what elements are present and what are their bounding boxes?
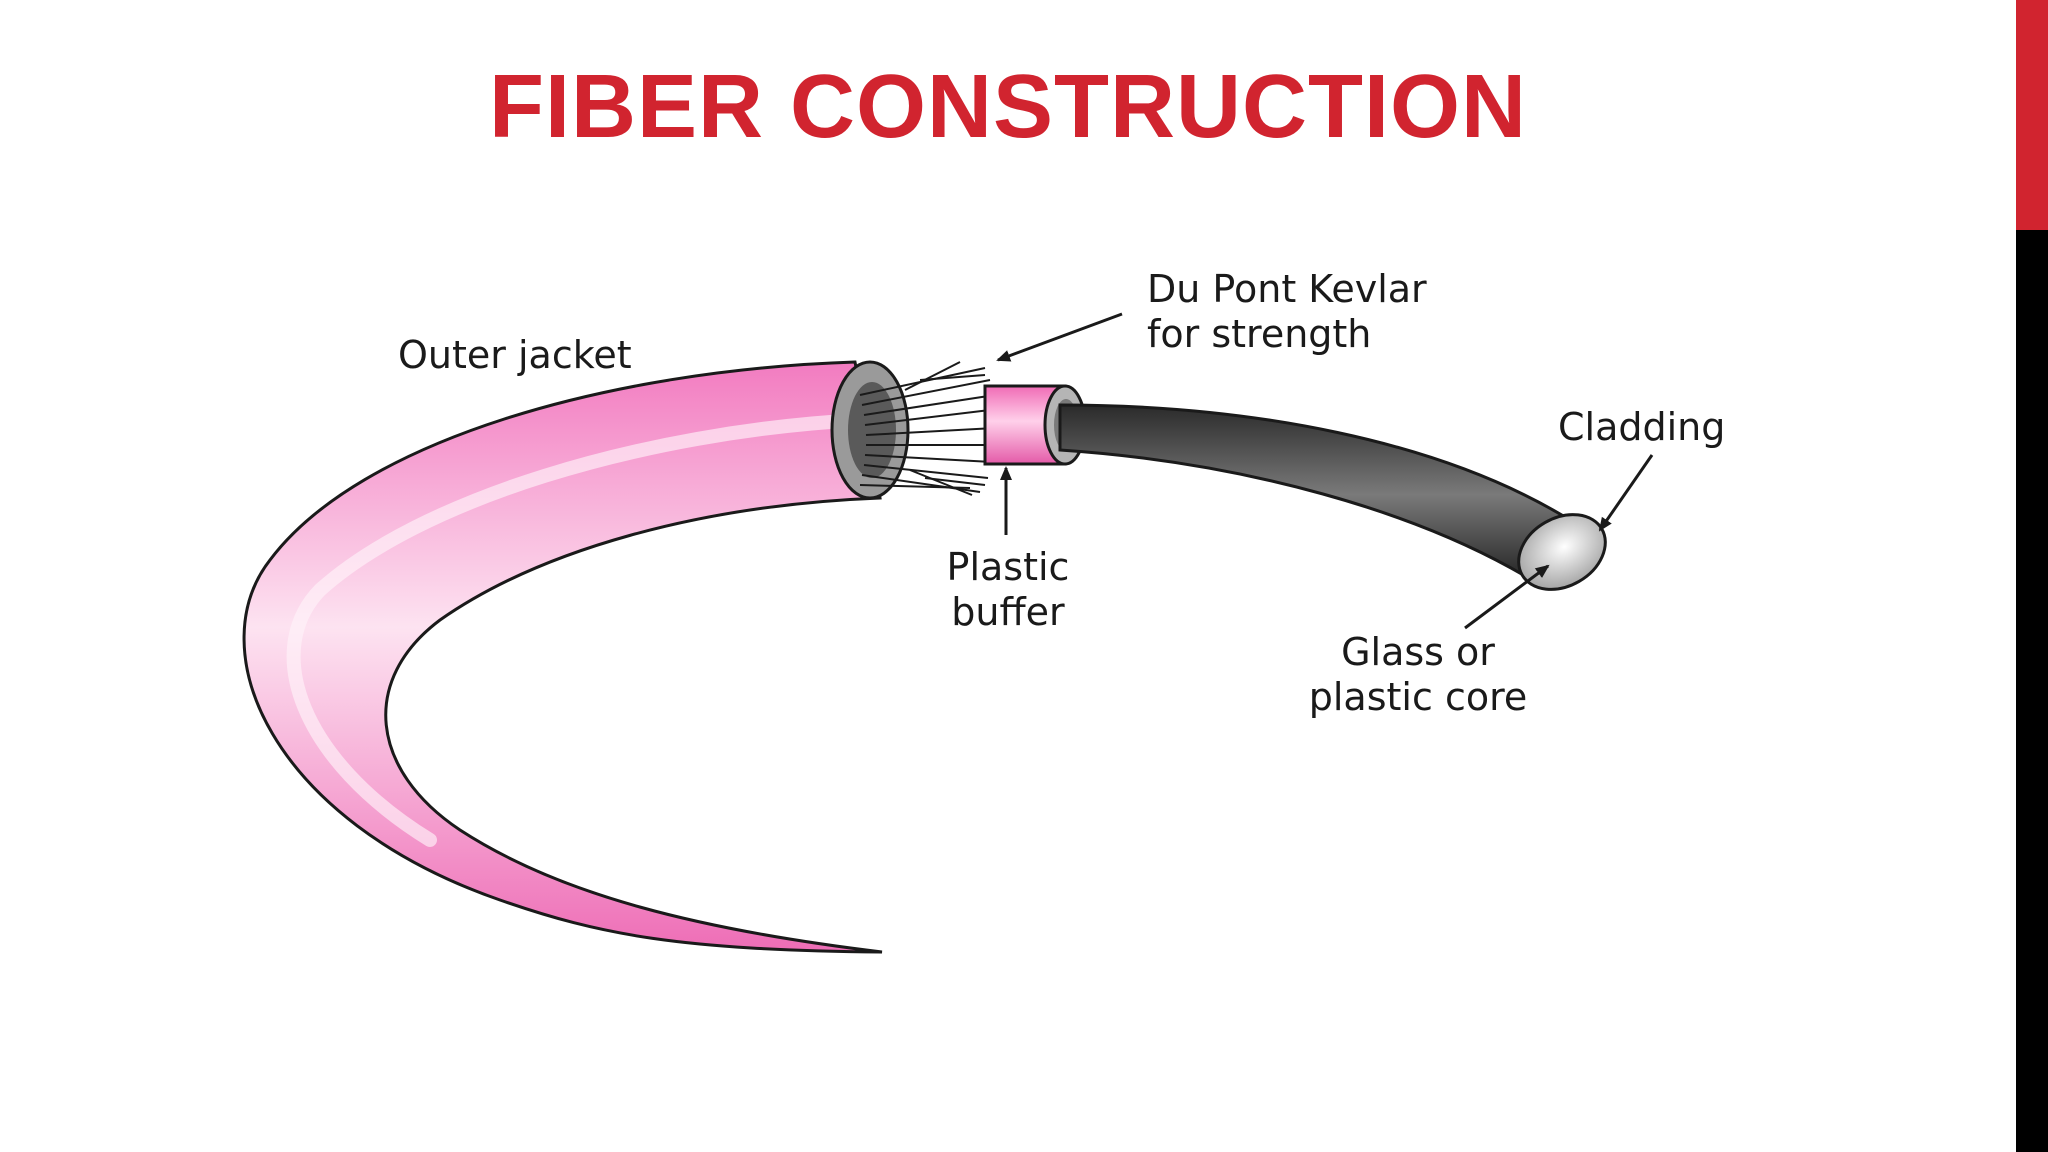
label-core-line2: plastic core	[1309, 675, 1528, 719]
label-outer-jacket: Outer jacket	[398, 333, 632, 377]
kevlar-arrow	[996, 312, 1123, 362]
label-cladding: Cladding	[1558, 405, 1725, 449]
label-kevlar-line1: Du Pont Kevlar	[1147, 267, 1427, 311]
outer-jacket-highlight	[286, 413, 867, 847]
kevlar-fibers	[859, 361, 996, 496]
label-kevlar-line2: for strength	[1147, 312, 1371, 356]
outer-jacket-shape	[242, 360, 883, 954]
label-buffer-line1: Plastic	[947, 545, 1070, 589]
jacket-end-inner	[848, 382, 896, 478]
side-bar-accent-bottom	[2016, 230, 2048, 1152]
label-buffer-line2: buffer	[951, 590, 1065, 634]
side-bar-accent-top	[2016, 0, 2048, 230]
cladding-fiber-shape	[1058, 403, 1572, 588]
cladding-arrow	[1598, 454, 1654, 532]
label-core-line1: Glass or	[1341, 630, 1495, 674]
core-arrow	[1464, 564, 1550, 630]
slide-title: FIBER CONSTRUCTION	[489, 57, 1527, 157]
slide-side-bar	[2016, 0, 2048, 1152]
